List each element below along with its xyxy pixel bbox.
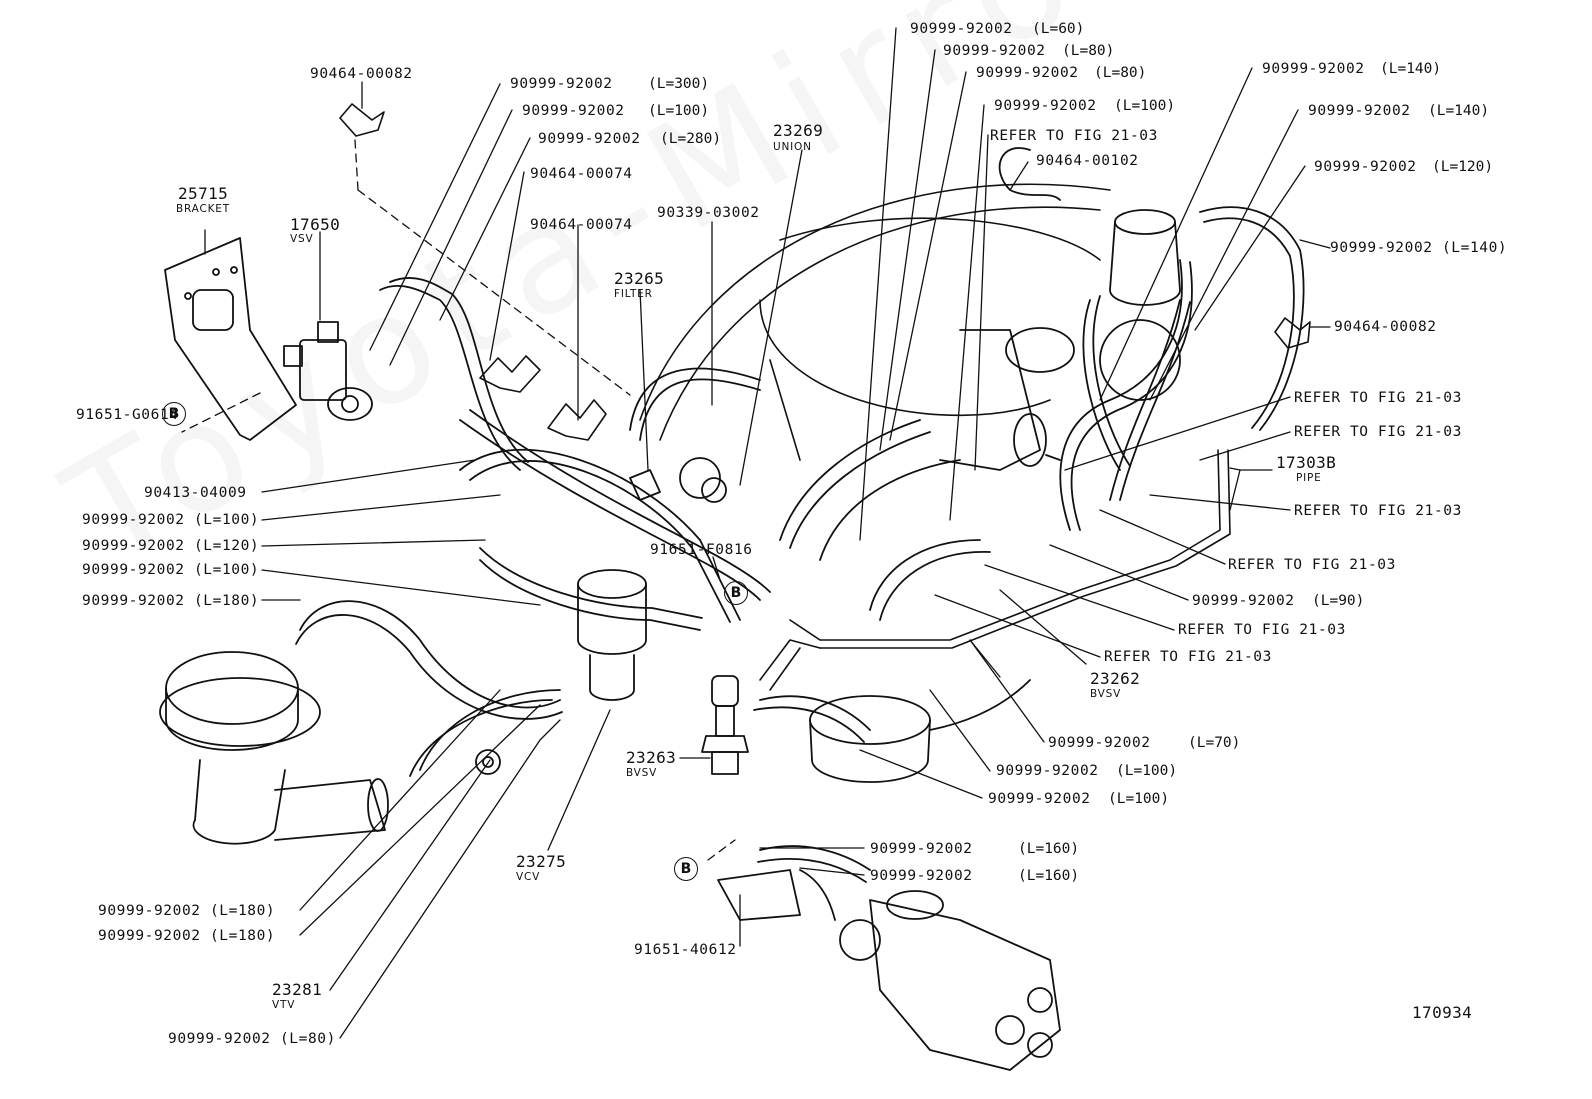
callout-hose-80a-length: (L=80)	[1062, 43, 1115, 59]
callout-hose-60-length: (L=60)	[1032, 21, 1085, 37]
callout-hose-300-length: (L=300)	[648, 76, 710, 92]
callout-hose-100a-length: (L=100)	[648, 103, 710, 119]
callout-hose-140a-length: (L=140)	[1380, 61, 1442, 77]
part-bvsv-right-number: 23262	[1090, 669, 1141, 688]
part-union-number: 23269	[773, 121, 824, 140]
callout-hose-70: 90999-92002	[1048, 735, 1151, 751]
marker-b-center: B	[724, 581, 748, 605]
callout-refer-r5: REFER TO FIG 21-03	[1178, 622, 1346, 638]
marker-b-left: B	[162, 402, 186, 426]
intake-plenum	[639, 183, 1111, 461]
part-vsv-number: 17650	[290, 215, 341, 234]
callout-hose-160a: 90999-92002	[870, 841, 973, 857]
callout-91651-g0614: 91651-G0614	[76, 407, 179, 423]
callout-hose-80a: 90999-92002	[943, 43, 1046, 59]
callout-90464-00082-right: 90464-00082	[1334, 319, 1437, 335]
callout-hose-160a-length: (L=160)	[1018, 841, 1080, 857]
bracket-lower	[717, 869, 801, 921]
callout-91651-40612: 91651-40612	[634, 942, 737, 958]
bvsv-23263	[701, 675, 749, 775]
part-union-name: UNION	[773, 141, 812, 153]
part-vsv-name: VSV	[290, 233, 314, 245]
part-bvsv-right-name: BVSV	[1090, 688, 1122, 700]
callout-refer-r6: REFER TO FIG 21-03	[1104, 649, 1272, 665]
callout-90413-04009: 90413-04009	[144, 485, 247, 501]
callout-hose-90-length: (L=90)	[1312, 593, 1365, 609]
callout-hose-140a: 90999-92002	[1262, 61, 1365, 77]
bracket-25715	[164, 237, 297, 441]
callout-90464-00082-top: 90464-00082	[310, 66, 413, 82]
callout-hose-100d-length: (L=100)	[1108, 791, 1170, 807]
callout-90339-03002: 90339-03002	[657, 205, 760, 221]
callout-hose-280-length: (L=280)	[660, 131, 722, 147]
hose-clip-top	[339, 103, 385, 137]
leader-lines	[204, 27, 1331, 1039]
callout-hose-180b: 90999-92002 (L=180)	[98, 903, 276, 919]
part-vcv-number: 23275	[516, 852, 567, 871]
callout-90464-00074-a: 90464-00074	[530, 166, 633, 182]
part-filter-name: FILTER	[614, 288, 653, 300]
callout-refer-top: REFER TO FIG 21-03	[990, 128, 1158, 144]
distributor	[839, 890, 1061, 1071]
part-vtv-number: 23281	[272, 980, 323, 999]
callout-hose-140c: 90999-92002 (L=140)	[1330, 240, 1508, 256]
part-vcv-name: VCV	[516, 871, 541, 883]
part-vtv-name: VTV	[272, 999, 296, 1011]
throttle-body	[939, 327, 1075, 471]
callout-hose-100c: 90999-92002	[996, 763, 1099, 779]
part-filter-number: 23265	[614, 269, 665, 288]
callout-hose-100d: 90999-92002	[988, 791, 1091, 807]
vacuum-tank	[809, 695, 931, 783]
callout-hose-100e: 90999-92002 (L=100)	[82, 512, 260, 528]
callout-hose-120a-length: (L=120)	[1432, 159, 1494, 175]
callout-hose-80c: 90999-92002 (L=80)	[168, 1031, 336, 1047]
callout-hose-80b-length: (L=80)	[1094, 65, 1147, 81]
callout-refer-r4: REFER TO FIG 21-03	[1228, 557, 1396, 573]
callout-hose-80b: 90999-92002	[976, 65, 1079, 81]
part-bracket-name: BRACKET	[176, 203, 230, 215]
callout-hose-160b-length: (L=160)	[1018, 868, 1080, 884]
callout-hose-280: 90999-92002	[538, 131, 641, 147]
callout-hose-100f: 90999-92002 (L=100)	[82, 562, 260, 578]
callout-hose-90: 90999-92002	[1192, 593, 1295, 609]
vsv-17650	[283, 321, 373, 421]
part-pipe-name: PIPE	[1296, 472, 1322, 484]
callout-hose-60: 90999-92002	[910, 21, 1013, 37]
callout-90464-00102: 90464-00102	[1036, 153, 1139, 169]
callout-91651-f0816: 91651-F0816	[650, 542, 753, 558]
callout-hose-180c: 90999-92002 (L=180)	[98, 928, 276, 944]
dashed-lines	[181, 139, 736, 861]
filter-23265	[629, 457, 727, 503]
callout-hose-100c-length: (L=100)	[1116, 763, 1178, 779]
part-bvsv-center-name: BVSV	[626, 767, 658, 779]
vacuum-hoses	[295, 147, 1305, 921]
clips-90464-00074	[479, 355, 607, 441]
part-pipe-number: 17303B	[1276, 453, 1337, 472]
vcv-23275	[577, 569, 647, 701]
callout-hose-120a: 90999-92002	[1314, 159, 1417, 175]
callout-refer-r2: REFER TO FIG 21-03	[1294, 424, 1462, 440]
callout-hose-140b-length: (L=140)	[1428, 103, 1490, 119]
marker-b-lower: B	[674, 857, 698, 881]
vtv-23281	[475, 749, 501, 775]
pipe-17303b	[759, 449, 1231, 691]
callout-hose-120b: 90999-92002 (L=120)	[82, 538, 260, 554]
callout-hose-100b-length: (L=100)	[1114, 98, 1176, 114]
part-bracket-number: 25715	[178, 184, 229, 203]
callout-hose-160b: 90999-92002	[870, 868, 973, 884]
callout-hose-100b: 90999-92002	[994, 98, 1097, 114]
callout-hose-180a: 90999-92002 (L=180)	[82, 593, 260, 609]
part-bvsv-center-number: 23263	[626, 748, 677, 767]
callout-refer-r1: REFER TO FIG 21-03	[1294, 390, 1462, 406]
air-cleaner	[159, 651, 389, 845]
callout-hose-300: 90999-92002	[510, 76, 613, 92]
callout-hose-70-length: (L=70)	[1188, 735, 1241, 751]
callout-hose-100a: 90999-92002	[522, 103, 625, 119]
callout-hose-140b: 90999-92002	[1308, 103, 1411, 119]
callout-90464-00074-b: 90464-00074	[530, 217, 633, 233]
callout-refer-r3: REFER TO FIG 21-03	[1294, 503, 1462, 519]
figure-number: 170934	[1412, 1003, 1473, 1022]
